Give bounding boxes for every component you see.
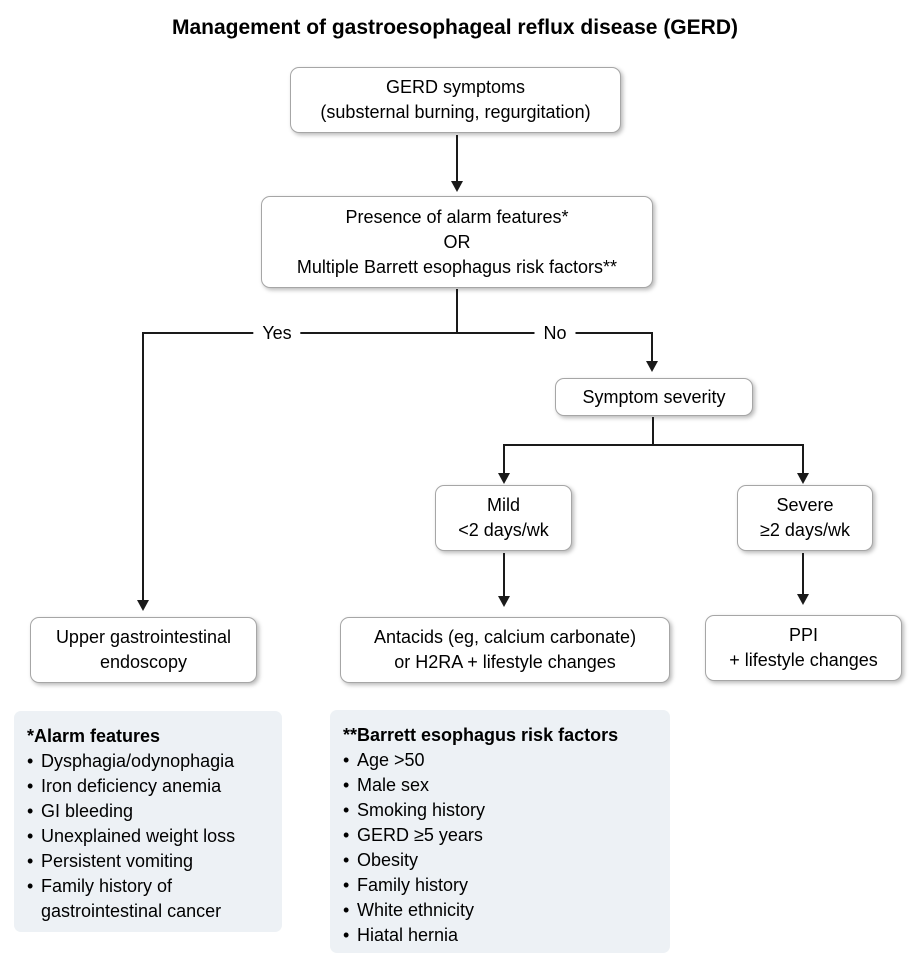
node-text-line: Antacids (eg, calcium carbonate) xyxy=(373,627,637,647)
connector-no-to-severity xyxy=(651,332,653,362)
node-severe: Severe ≥2 days/wk xyxy=(737,485,873,551)
connector-severe-to-ppi xyxy=(802,553,804,595)
arrow-down-icon xyxy=(137,600,149,611)
branch-label-yes: Yes xyxy=(253,322,301,344)
note-item-text: Family history of gastrointestinal cance… xyxy=(41,876,222,921)
node-text-line: or H2RA + lifestyle changes xyxy=(394,652,616,672)
arrow-down-icon xyxy=(646,361,658,372)
bullet-icon: • xyxy=(27,826,34,846)
note-item-text: Family history xyxy=(357,875,469,895)
connector-mild-to-antacids xyxy=(503,553,505,597)
node-alarm-check: Presence of alarm features* OR Multiple … xyxy=(261,196,653,288)
bullet-icon: • xyxy=(343,750,350,770)
list-item: • Persistent vomiting xyxy=(27,849,269,874)
bullet-icon: • xyxy=(27,801,34,821)
list-item: • Family history xyxy=(343,873,657,898)
node-antacids: Antacids (eg, calcium carbonate) or H2RA… xyxy=(340,617,670,683)
connector-to-severe xyxy=(802,444,804,474)
node-text-line: OR xyxy=(443,231,471,252)
note-title: **Barrett esophagus risk factors xyxy=(343,725,619,745)
arrow-down-icon xyxy=(498,473,510,484)
node-text-line: PPI xyxy=(788,625,818,645)
connector-symptoms-to-alarm xyxy=(456,135,458,182)
bullet-icon: • xyxy=(343,825,350,845)
note-item-text: Smoking history xyxy=(357,800,486,820)
arrow-down-icon xyxy=(498,596,510,607)
node-text-line: Presence of alarm features* xyxy=(345,206,569,227)
list-item: • Iron deficiency anemia xyxy=(27,774,269,799)
list-item: • Obesity xyxy=(343,848,657,873)
node-text-line: Symptom severity xyxy=(582,386,726,407)
node-text-line: Severe xyxy=(776,495,834,515)
branch-line-severity xyxy=(503,444,804,446)
bullet-icon: • xyxy=(27,876,34,896)
arrow-down-icon xyxy=(797,594,809,605)
node-endoscopy: Upper gastrointestinal endoscopy xyxy=(30,617,257,683)
note-item-text: Age >50 xyxy=(357,750,425,770)
note-barrett-risk-factors: **Barrett esophagus risk factors • Age >5… xyxy=(330,710,670,953)
bullet-icon: • xyxy=(343,925,350,945)
bullet-icon: • xyxy=(343,850,350,870)
note-item-text: GI bleeding xyxy=(41,801,134,821)
node-text-line: <2 days/wk xyxy=(458,520,549,540)
node-text-line: GERD symptoms xyxy=(385,77,526,97)
node-gerd-symptoms: GERD symptoms (substernal burning, regur… xyxy=(290,67,621,133)
node-ppi: PPI + lifestyle changes xyxy=(705,615,902,681)
note-item-text: Hiatal hernia xyxy=(357,925,459,945)
note-item-text: Iron deficiency anemia xyxy=(41,776,222,796)
note-item-text: White ethnicity xyxy=(357,900,475,920)
list-item: • Dysphagia/odynophagia xyxy=(27,749,269,774)
branch-line-yes-no xyxy=(143,332,653,334)
node-text-line: Upper gastrointestinal xyxy=(55,627,232,647)
node-text-line: + lifestyle changes xyxy=(729,650,878,670)
bullet-icon: • xyxy=(27,751,34,771)
note-item-text: Male sex xyxy=(357,775,430,795)
bullet-icon: • xyxy=(27,776,34,796)
list-item: • Hiatal hernia xyxy=(343,923,657,948)
arrow-down-icon xyxy=(797,473,809,484)
list-item: • Unexplained weight loss xyxy=(27,824,269,849)
list-item: • Age >50 xyxy=(343,748,657,773)
node-symptom-severity: Symptom severity xyxy=(555,378,753,416)
branch-label-no: No xyxy=(534,322,576,344)
list-item: • GI bleeding xyxy=(27,799,269,824)
diagram-title: Management of gastroesophageal reflux di… xyxy=(172,16,738,39)
connector-alarm-to-branch xyxy=(456,289,458,333)
node-text-line: (substernal burning, regurgitation) xyxy=(320,102,591,122)
node-text-line: ≥2 days/wk xyxy=(760,520,850,540)
bullet-icon: • xyxy=(343,775,350,795)
note-item-text: Unexplained weight loss xyxy=(41,826,236,846)
node-text-line: Mild xyxy=(486,495,520,515)
note-item-text: GERD ≥5 years xyxy=(357,825,483,845)
node-text-line: Multiple Barrett esophagus risk factors*… xyxy=(296,256,618,277)
bullet-icon: • xyxy=(343,900,350,920)
note-list: • Dysphagia/odynophagia • Iron deficiency … xyxy=(27,749,269,924)
node-mild: Mild <2 days/wk xyxy=(435,485,572,551)
note-title: *Alarm features xyxy=(27,726,161,746)
bullet-icon: • xyxy=(343,800,350,820)
list-item: • Family history of gastrointestinal canc… xyxy=(27,874,269,924)
arrow-down-icon xyxy=(451,181,463,192)
list-item: • GERD ≥5 years xyxy=(343,823,657,848)
note-item-text: Dysphagia/odynophagia xyxy=(41,751,235,771)
note-alarm-features: *Alarm features • Dysphagia/odynophagia •… xyxy=(14,711,282,932)
note-list: • Age >50 • Male sex • Smoking history • GER… xyxy=(343,748,657,948)
list-item: • Smoking history xyxy=(343,798,657,823)
connector-severity-down xyxy=(652,417,654,445)
note-item-text: Persistent vomiting xyxy=(41,851,194,871)
note-item-text: Obesity xyxy=(357,850,419,870)
connector-to-mild xyxy=(503,444,505,474)
node-text-line: endoscopy xyxy=(99,652,188,672)
bullet-icon: • xyxy=(343,875,350,895)
list-item: • White ethnicity xyxy=(343,898,657,923)
list-item: • Male sex xyxy=(343,773,657,798)
connector-yes-to-endoscopy xyxy=(142,332,144,601)
bullet-icon: • xyxy=(27,851,34,871)
